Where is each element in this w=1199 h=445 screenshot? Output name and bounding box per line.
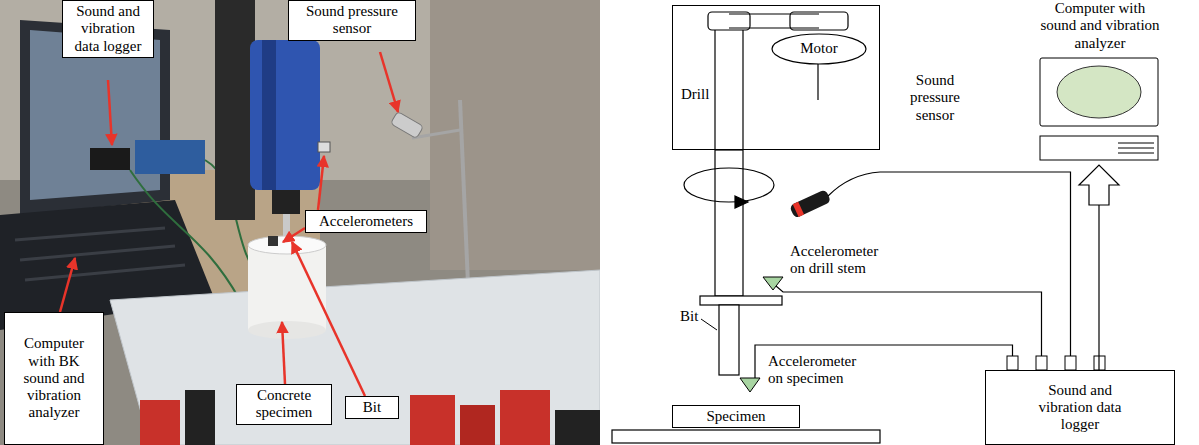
node-text: Concrete specimen <box>243 387 325 422</box>
computer-symbol <box>1040 58 1158 126</box>
drill-mechanism <box>700 296 782 305</box>
accelerometer-symbol <box>740 378 760 392</box>
callout-box: Sound pressure sensor <box>288 0 416 41</box>
node-text: Computer with BK sound and vibration ana… <box>11 335 97 421</box>
computer-symbol <box>1118 148 1154 149</box>
process-box: Specimen <box>672 405 800 428</box>
lab-photo <box>250 40 320 190</box>
drill-mechanism <box>742 30 743 150</box>
logger-port <box>1007 356 1105 370</box>
logger-port <box>1007 356 1018 370</box>
block-arrowhead <box>1079 165 1119 205</box>
callout-arrow <box>283 228 305 242</box>
logger-port <box>1036 356 1047 370</box>
node-text: Sound and vibration data logger <box>69 3 147 55</box>
part-label: Accelerometer on specimen <box>768 353 868 388</box>
lab-photo <box>90 148 130 170</box>
lab-photo <box>460 405 495 445</box>
leader-line <box>701 319 717 330</box>
node-text: Computer with sound and vibration analyz… <box>1036 0 1164 52</box>
callout-box: Sound and vibration data logger <box>62 0 154 58</box>
drill-mechanism <box>612 430 880 443</box>
computer-symbol <box>1118 153 1154 154</box>
callout-box: Accelerometers <box>305 210 427 233</box>
node-text: Specimen <box>706 408 765 425</box>
lab-photo <box>262 40 276 190</box>
node-text: Sound pressure sensor <box>295 3 409 38</box>
computer-symbol <box>1118 143 1154 144</box>
lab-photo <box>185 390 215 445</box>
process-box: Sound and vibration data logger <box>985 370 1175 445</box>
signal-line <box>1098 205 1099 370</box>
callout-arrow <box>60 258 75 312</box>
lab-photo <box>410 395 455 445</box>
lab-photo <box>555 410 600 445</box>
node-text: Bit <box>363 399 381 416</box>
node-text: Motor <box>800 40 838 57</box>
callout-box: Concrete specimen <box>236 384 332 425</box>
computer-node: Computer with sound and vibration analyz… <box>1030 0 1170 163</box>
drill-mechanism <box>708 12 750 30</box>
callout-arrow <box>318 156 324 210</box>
drill-mechanism <box>714 30 715 150</box>
drill-housing: Drill Motor <box>672 5 880 150</box>
computer-symbol <box>1057 66 1141 118</box>
drill-mechanism <box>612 12 880 443</box>
lab-photo <box>0 0 600 445</box>
lab-photo <box>0 0 600 445</box>
lab-photo <box>110 270 600 445</box>
drill-mechanism <box>715 150 743 296</box>
computer-symbol <box>1040 136 1158 160</box>
motor-ellipse: Motor <box>771 33 867 65</box>
drill-mechanism <box>790 12 848 30</box>
microphone-symbol <box>789 189 831 219</box>
part-label: Accelerometer on drill stem <box>790 243 890 278</box>
drill-mechanism <box>817 62 818 100</box>
microphone-symbol <box>793 202 804 217</box>
drill-mechanism <box>729 13 819 14</box>
accelerometer-symbol <box>763 277 783 290</box>
signal-arrow <box>1079 165 1119 370</box>
node-text: Drill <box>681 86 709 103</box>
lab-photo <box>272 190 300 214</box>
callout-arrow <box>292 242 365 396</box>
part-label: Sound pressure sensor <box>903 72 967 124</box>
drill-mechanism <box>729 27 819 28</box>
node-text: Sound and vibration data logger <box>1023 382 1138 434</box>
part-label: Bit <box>680 308 706 325</box>
lab-photo <box>215 0 255 220</box>
lab-photo <box>135 140 205 174</box>
drill-mechanism <box>684 168 774 202</box>
callout-arrow <box>380 52 398 112</box>
logger-port <box>1065 356 1076 370</box>
lab-photo <box>268 236 278 246</box>
lab-photo <box>318 142 330 152</box>
motor-outline <box>772 34 866 64</box>
lab-photo <box>500 390 550 445</box>
lab-photo <box>430 0 600 270</box>
callout-box: Bit <box>345 396 399 419</box>
signal-wire <box>755 172 1071 378</box>
lab-photo <box>15 228 185 280</box>
callout-box: Computer with BK sound and vibration ana… <box>4 312 104 445</box>
node-text: Accelerometers <box>319 213 413 230</box>
callout-arrow <box>108 80 112 145</box>
lab-photo <box>391 111 424 138</box>
computer-symbol <box>1030 56 1170 162</box>
lab-photo <box>248 321 326 339</box>
drill-mechanism <box>735 196 748 208</box>
microphone-symbol <box>789 189 831 219</box>
drill-mechanism <box>719 305 739 375</box>
lab-photo <box>140 400 180 445</box>
callout-arrow <box>282 322 285 384</box>
